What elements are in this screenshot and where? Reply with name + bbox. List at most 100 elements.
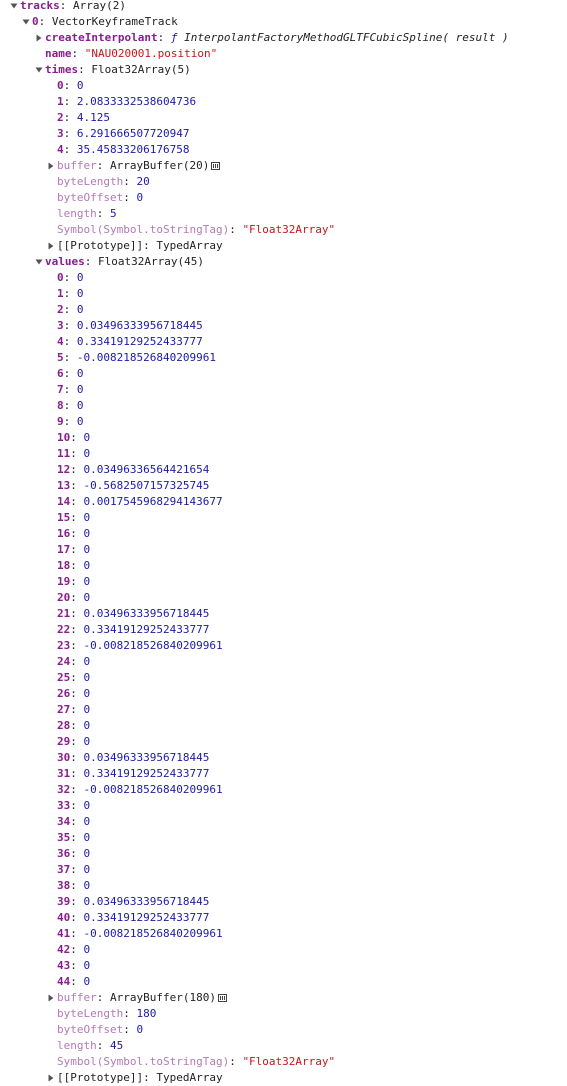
property-value: Float32Array(45) xyxy=(98,255,204,268)
property-key: buffer xyxy=(57,159,97,172)
tree-row-prototype[interactable]: [[Prototype]]: TypedArray xyxy=(0,238,567,254)
key-separator: : xyxy=(96,991,110,1004)
key-separator: : xyxy=(70,639,84,652)
property-value: 0 xyxy=(83,655,91,668)
property-key: 24 xyxy=(57,655,71,668)
property-value: 0 xyxy=(83,879,91,892)
key-separator: : xyxy=(63,303,77,316)
key-separator: : xyxy=(63,79,77,92)
property-value: TypedArray xyxy=(156,1071,223,1084)
property-value: Array(2) xyxy=(73,0,126,12)
key-separator: : xyxy=(96,207,110,220)
function-keyword: ƒ xyxy=(170,31,178,44)
property-key: 11 xyxy=(57,447,71,460)
tree-row-8: 8: 0 xyxy=(0,398,567,414)
key-separator: : xyxy=(70,591,84,604)
tree-row-times[interactable]: times: Float32Array(5) xyxy=(0,62,567,78)
property-key: 5 xyxy=(57,351,64,364)
tree-row-4: 4: 35.45833206176758 xyxy=(0,142,567,158)
property-value: 0 xyxy=(76,383,84,396)
tree-row-createinterpolant[interactable]: createInterpolant: ƒ InterpolantFactoryM… xyxy=(0,30,567,46)
triangle-right-icon[interactable] xyxy=(35,30,43,46)
property-value: 0 xyxy=(83,591,91,604)
key-separator: : xyxy=(84,255,98,268)
tree-row-31: 31: 0.33419129252433777 xyxy=(0,766,567,782)
key-separator: : xyxy=(70,447,84,460)
tree-row-values[interactable]: values: Float32Array(45) xyxy=(0,254,567,270)
triangle-right-icon[interactable] xyxy=(47,990,55,1006)
property-value: 0 xyxy=(83,687,91,700)
property-key: 30 xyxy=(57,751,71,764)
key-separator: : xyxy=(70,703,84,716)
property-key: 33 xyxy=(57,799,71,812)
property-key: 4 xyxy=(57,143,64,156)
tree-row-19: 19: 0 xyxy=(0,574,567,590)
property-value: 20 xyxy=(136,175,150,188)
key-separator: : xyxy=(96,1039,110,1052)
property-key: 31 xyxy=(57,767,71,780)
triangle-right-icon[interactable] xyxy=(47,238,55,254)
property-value: 0 xyxy=(83,559,91,572)
property-key: 21 xyxy=(57,607,71,620)
property-key: byteLength xyxy=(57,175,124,188)
property-value: 6.291666507720947 xyxy=(76,127,190,140)
triangle-right-icon[interactable] xyxy=(47,158,55,174)
key-separator: : xyxy=(70,783,84,796)
property-value: -0.008218526840209961 xyxy=(83,639,223,652)
tree-row-3: 3: 0.03496333956718445 xyxy=(0,318,567,334)
tree-row-prototype[interactable]: [[Prototype]]: TypedArray xyxy=(0,1070,567,1086)
key-separator: : xyxy=(70,767,84,780)
property-value: 0 xyxy=(76,271,84,284)
triangle-down-icon[interactable] xyxy=(22,14,30,30)
key-separator: : xyxy=(70,527,84,540)
tree-row-32: 32: -0.008218526840209961 xyxy=(0,782,567,798)
property-value: 0 xyxy=(83,527,91,540)
tree-row-buffer[interactable]: buffer: ArrayBuffer(20) xyxy=(0,158,567,174)
property-value: 0 xyxy=(76,367,84,380)
property-value: 4.125 xyxy=(76,111,110,124)
tree-row-12: 12: 0.03496336564421654 xyxy=(0,462,567,478)
property-value: 0 xyxy=(83,671,91,684)
triangle-down-icon[interactable] xyxy=(35,62,43,78)
property-key: 6 xyxy=(57,367,64,380)
tree-row-24: 24: 0 xyxy=(0,654,567,670)
property-key: byteOffset xyxy=(57,1023,124,1036)
property-key: 18 xyxy=(57,559,71,572)
property-value: 0 xyxy=(83,431,91,444)
property-key: byteLength xyxy=(57,1007,124,1020)
tree-row-0[interactable]: 0: VectorKeyframeTrack xyxy=(0,14,567,30)
key-separator: : xyxy=(70,975,84,988)
property-key: 15 xyxy=(57,511,71,524)
key-separator: : xyxy=(63,287,77,300)
key-separator: : xyxy=(123,175,137,188)
tree-row-2: 2: 0 xyxy=(0,302,567,318)
tree-row-9: 9: 0 xyxy=(0,414,567,430)
property-value: 0 xyxy=(83,815,91,828)
key-separator: : xyxy=(70,575,84,588)
property-key: 28 xyxy=(57,719,71,732)
tree-row-44: 44: 0 xyxy=(0,974,567,990)
tree-row-41: 41: -0.008218526840209961 xyxy=(0,926,567,942)
key-separator: : xyxy=(70,607,84,620)
triangle-down-icon[interactable] xyxy=(35,254,43,270)
key-separator: : xyxy=(70,623,84,636)
property-value: 0 xyxy=(83,975,91,988)
property-key: 38 xyxy=(57,879,71,892)
tree-row-tracks[interactable]: tracks: Array(2) xyxy=(0,0,567,14)
property-key: 23 xyxy=(57,639,71,652)
tree-row-38: 38: 0 xyxy=(0,878,567,894)
tree-row-28: 28: 0 xyxy=(0,718,567,734)
property-key: 27 xyxy=(57,703,71,716)
tree-row-length: length: 5 xyxy=(0,206,567,222)
property-value: 0 xyxy=(83,943,91,956)
triangle-down-icon[interactable] xyxy=(10,0,18,14)
tree-row-buffer[interactable]: buffer: ArrayBuffer(180) xyxy=(0,990,567,1006)
property-key: 39 xyxy=(57,895,71,908)
memory-inspector-icon[interactable] xyxy=(211,159,221,170)
triangle-right-icon[interactable] xyxy=(47,1070,55,1086)
property-key: 0 xyxy=(57,271,64,284)
property-key: 3 xyxy=(57,127,64,140)
key-separator: : xyxy=(70,479,84,492)
property-value: 0.03496333956718445 xyxy=(83,607,210,620)
memory-inspector-icon[interactable] xyxy=(217,991,227,1002)
